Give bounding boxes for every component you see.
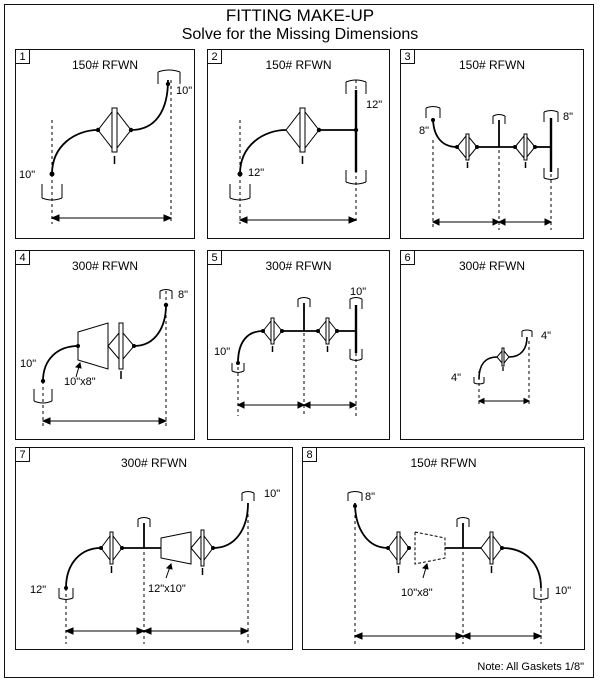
panel-5: 5 300# RFWN (207, 250, 390, 440)
panel-number: 6 (401, 251, 415, 265)
panel-heading: 150# RFWN (410, 456, 477, 470)
size-label: 10" (20, 358, 36, 370)
size-label: 12" (30, 584, 46, 596)
panel-number: 2 (208, 50, 222, 64)
panel-heading: 300# RFWN (71, 259, 139, 273)
panel-heading: 300# RFWN (458, 259, 526, 273)
panel-8-diagram: 8" 10"x8" 10" (347, 491, 571, 644)
panel-5-diagram: 10" 10" (214, 286, 366, 416)
reducer-label: 10"x8" (401, 587, 433, 599)
panel-number: 7 (16, 448, 30, 462)
size-label: 10" (19, 169, 35, 181)
worksheet-frame (4, 4, 594, 678)
panel-3-diagram: 8" 8" (419, 106, 573, 230)
panel-2: 2 150# RFWN 12" 12" (207, 49, 390, 239)
panel-7-diagram: 10" 12" 12"x10" (30, 488, 280, 644)
panel-heading: 300# RFWN (265, 259, 332, 273)
panel-3: 3 150# RFWN (400, 49, 584, 239)
size-label: 8" (419, 125, 429, 137)
size-label: 10" (214, 346, 230, 358)
panel-number: 5 (208, 251, 222, 265)
panel-number: 4 (16, 251, 30, 265)
size-label: 12" (366, 99, 382, 111)
panel-number: 1 (16, 50, 30, 64)
panel-heading: 150# RFWN (265, 58, 332, 72)
size-label: 4" (451, 372, 461, 384)
panel-heading: 150# RFWN (71, 58, 139, 72)
panel-4-diagram: 8" 10" 10"x8" (20, 289, 188, 429)
size-label: 4" (541, 330, 551, 342)
panel-1-diagram: 10" 10" (19, 69, 192, 224)
panel-7: 7 300# RFWN (15, 447, 293, 650)
panel-heading: 150# RFWN (458, 58, 526, 72)
panel-heading: 300# RFWN (120, 456, 188, 470)
size-label: 10" (555, 585, 571, 597)
panel-2-diagram: 12" 12" (229, 79, 382, 224)
panel-6-diagram: 4" 4" (451, 329, 551, 406)
size-label: 8" (563, 111, 573, 123)
gasket-note: Note: All Gaskets 1/8" (477, 661, 584, 673)
size-label: 12" (248, 167, 264, 179)
panel-1: 1 150# RFWN 10" 10" (15, 49, 195, 239)
size-label: 8" (365, 491, 375, 503)
size-label: 10" (350, 286, 366, 298)
size-label: 8" (178, 289, 188, 301)
panel-number: 3 (401, 50, 415, 64)
size-label: 10" (176, 85, 192, 97)
panel-number: 8 (303, 448, 317, 462)
panel-4: 4 300# RFWN 8" 10" 10"x8" (15, 250, 195, 440)
reducer-label: 12"x10" (148, 583, 186, 595)
page-title: FITTING MAKE-UP (225, 6, 375, 25)
panel-8: 8 150# RFWN (302, 447, 585, 650)
page-subtitle: Solve for the Missing Dimensions (181, 26, 419, 43)
reducer-label: 10"x8" (64, 376, 96, 388)
size-label: 10" (264, 488, 280, 500)
panel-6: 6 300# RFWN 4" 4" (400, 250, 584, 440)
